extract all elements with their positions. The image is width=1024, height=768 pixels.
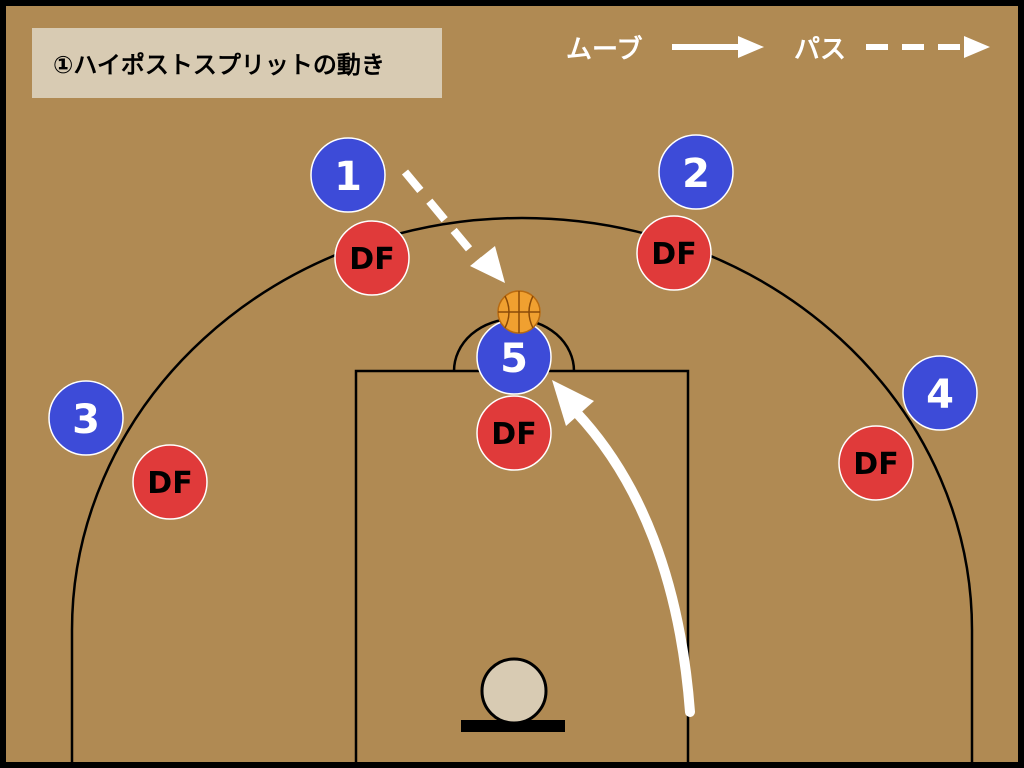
defender-label: DF [147,466,192,501]
defender-4: DF [838,425,914,501]
player-number: 1 [334,154,362,200]
title-box [32,28,442,98]
defender-label: DF [491,417,536,452]
legend-move-arrow-icon [672,36,764,58]
legend-move-label: ムーブ [566,34,642,65]
player-number: 4 [926,372,954,418]
diagram-title: ①ハイポストスプリットの動き [53,51,385,79]
player-number: 3 [72,397,100,443]
offense-player-5: 5 [476,319,552,395]
defender-5: DF [476,395,552,471]
defender-label: DF [651,237,696,272]
offense-player-2: 2 [658,134,734,210]
move-arrow-icon [552,380,695,717]
defender-3: DF [132,444,208,520]
basketball-icon [497,290,541,334]
defender-label: DF [853,447,898,482]
offense-player-4: 4 [902,355,978,431]
offense-player-1: 1 [310,137,386,213]
offense-player-3: 3 [48,380,124,456]
player-number: 5 [500,336,528,382]
defender-2: DF [636,215,712,291]
pass-arrow-icon [401,169,505,283]
legend-pass-label: パス [794,35,846,65]
player-number: 2 [682,151,710,197]
legend-pass-arrow-icon [866,36,990,58]
three-point-line [70,216,974,768]
backboard [461,720,565,732]
hoop-icon [480,657,548,725]
defender-label: DF [349,242,394,277]
defender-1: DF [334,220,410,296]
